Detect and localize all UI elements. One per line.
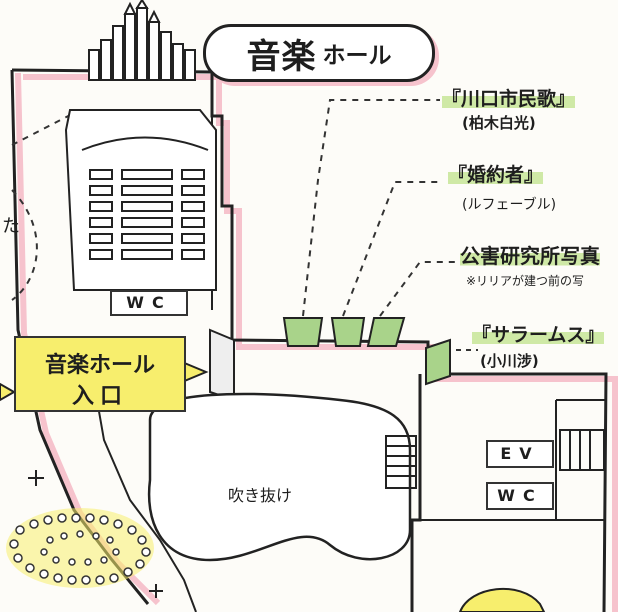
sparkle-icon [28,470,163,598]
title-sub: ホール [322,43,392,69]
artwork-title-4: 『サラームス』 [472,320,605,347]
artwork-marker-1 [282,317,324,347]
entrance-tab [0,382,17,402]
wall-shadow [23,74,618,612]
map-title: 音楽 ホール [203,24,435,82]
stairs-icon [385,429,605,489]
leader-line-1 [302,99,440,317]
artwork-title-2: 『婚約者』 [448,160,544,187]
artwork-author-1: (柏木白光) [462,114,536,132]
door-icon [209,328,235,402]
elevator-label: EV [486,440,554,468]
entrance-label-1: 音楽ホール [44,353,155,378]
leader-line-2 [342,181,440,317]
artwork-note-3: ※リリアが建つ前の写 [466,274,585,288]
entrance-label-2: 入口 [71,384,128,409]
character-icon [458,587,546,612]
artwork-title-1: 『川口市民歌』 [442,84,576,111]
artwork-marker-2 [330,317,366,347]
hall-wc-label: WC [110,290,188,316]
artwork-marker-4 [425,338,451,386]
atrium [147,392,412,562]
wc-label: WC [486,482,554,510]
inner-wall [410,374,422,612]
fountain-dots [9,513,151,585]
side-fragment-text: た [2,216,20,237]
organ-icon [88,0,196,81]
leader-line-3 [379,261,455,317]
artwork-markers [282,317,451,386]
title-main: 音楽 [246,36,317,77]
artwork-author-2: (ルフェーブル) [462,197,557,213]
seat-rows [89,169,205,260]
inner-curve-wall [89,359,197,612]
stage-edge [81,136,209,151]
artwork-title-3: 公害研究所写真 [460,240,600,269]
concert-hall [64,109,217,291]
hall-entrance-sign: 音楽ホール 入口 [14,336,186,412]
artwork-marker-3 [366,317,406,347]
artwork-author-4: (小川涉) [480,352,539,370]
atrium-label: 吹き抜け [228,486,293,505]
